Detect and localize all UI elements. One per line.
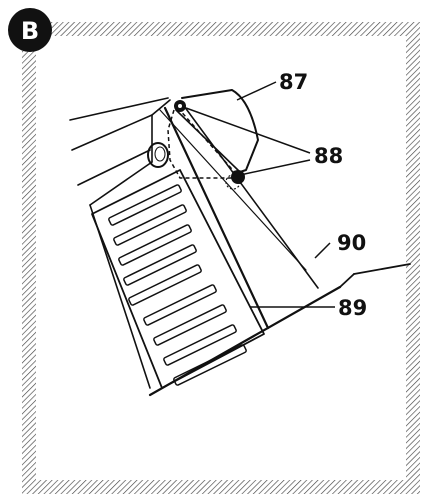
callout-88: 88: [314, 144, 343, 168]
badge-letter: B: [21, 17, 39, 45]
vent-slot: [113, 204, 187, 246]
leader-88-lower: [239, 159, 311, 176]
panel-badge: B: [8, 8, 52, 52]
callout-90: 90: [337, 231, 366, 255]
vent-panel: [91, 169, 265, 389]
vent-slot: [153, 304, 227, 346]
vent-slot: [118, 224, 192, 266]
leader-90: [314, 242, 331, 259]
leader-87: [236, 81, 277, 101]
mounting-bracket: [167, 100, 245, 190]
callout-89: 89: [338, 296, 367, 320]
round-knob: [147, 142, 169, 168]
vent-slot: [143, 284, 217, 326]
callout-87: 87: [279, 70, 308, 94]
vent-slot: [128, 264, 202, 306]
vent-slot: [108, 184, 182, 226]
vent-slot: [173, 344, 247, 386]
leader-lines: [185, 81, 335, 308]
vent-slot: [123, 244, 197, 286]
leader-88-upper: [185, 107, 311, 154]
hatched-frame-border: [22, 22, 420, 494]
vent-slot: [163, 324, 237, 366]
screw-lower: [231, 170, 245, 184]
